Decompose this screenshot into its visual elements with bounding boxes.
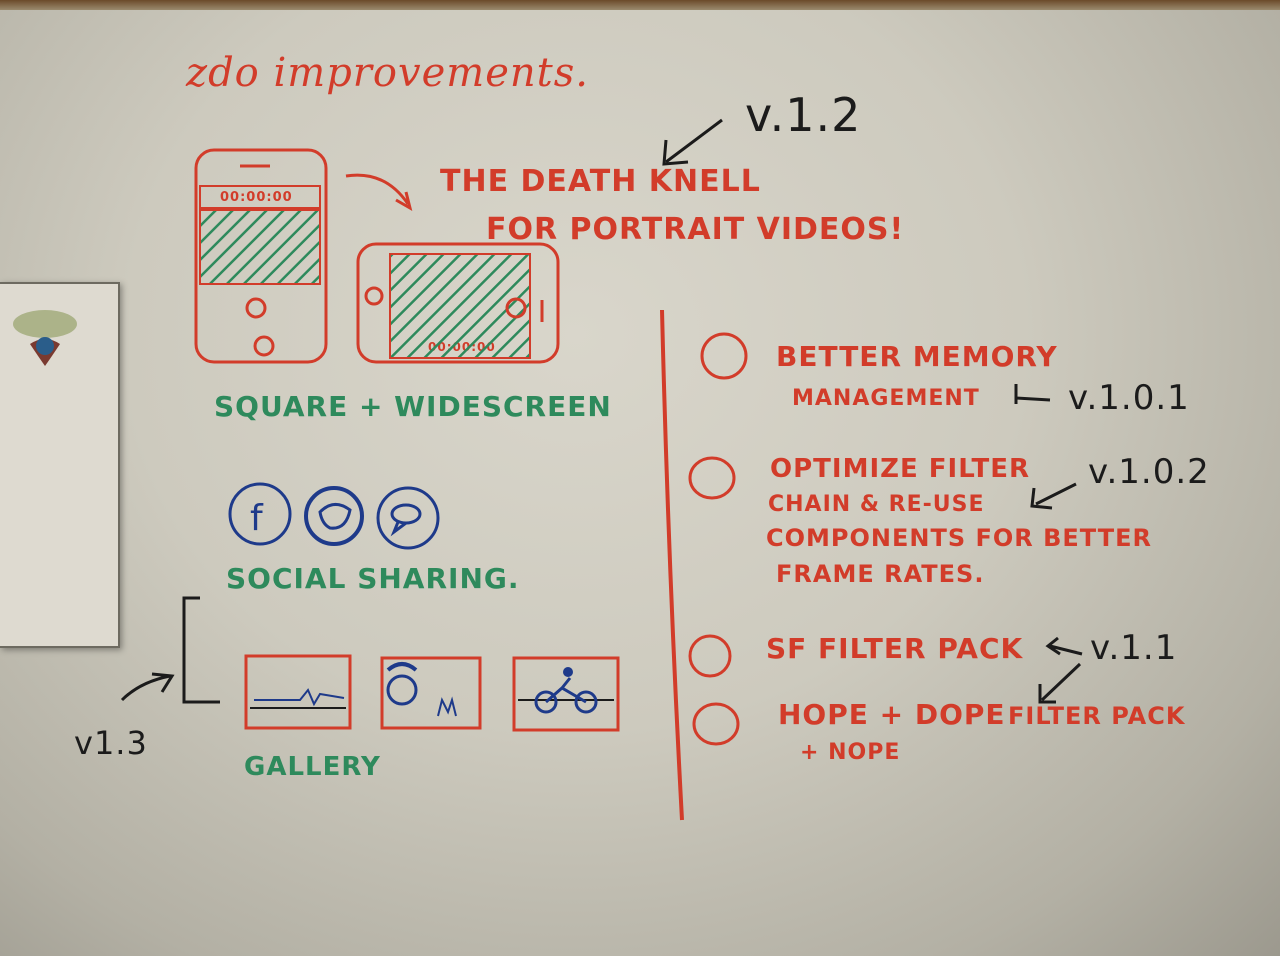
checklist-item-2-version: v.1.0.2 [1088, 452, 1210, 492]
checklist-item-2-line-2: CHAIN & RE-USE [768, 492, 985, 517]
checklist-item-2-line-1: OPTIMIZE FILTER [770, 454, 1030, 484]
svg-text:f: f [250, 498, 264, 539]
gallery-thumbnail-2 [380, 656, 482, 730]
checkbox-circle-3 [688, 634, 732, 678]
headline-line-2: FOR PORTRAIT VIDEOS! [486, 212, 905, 247]
checklist-item-4-line-1: HOPE + DOPE [778, 698, 1006, 731]
portrait-phone-drawing [194, 148, 328, 364]
checkbox-circle-4 [692, 702, 740, 746]
checklist-item-4-extra: FILTER PACK [1008, 702, 1186, 730]
checklist-item-3-version: v.1.1 [1090, 628, 1178, 668]
twitter-icon [304, 486, 364, 546]
headline-line-1: THE DEATH KNELL [440, 164, 761, 199]
checklist-item-1-version: v.1.0.1 [1068, 378, 1190, 418]
pinned-note-paper [0, 282, 120, 648]
gallery-thumbnail-1 [244, 654, 352, 730]
checklist-item-1-line-1: BETTER MEMORY [776, 340, 1058, 373]
facebook-icon: f [228, 482, 292, 546]
checklist-item-2-line-4: FRAME RATES. [776, 560, 985, 588]
square-widescreen-label: SQUARE + WIDESCREEN [214, 390, 612, 423]
gallery-thumbnail-3 [512, 656, 620, 732]
landscape-phone-drawing [356, 242, 560, 364]
checkbox-circle-2 [688, 456, 736, 500]
checklist-item-2-line-3: COMPONENTS FOR BETTER [766, 524, 1152, 552]
social-sharing-label: SOCIAL SHARING. [226, 562, 520, 595]
gallery-version-label: v1.3 [74, 724, 148, 762]
version-label-top: v.1.2 [745, 88, 862, 142]
checklist-item-3-line-1: SF FILTER PACK [766, 632, 1024, 665]
message-icon [376, 486, 440, 550]
gallery-label: GALLERY [244, 752, 381, 782]
wall-top-edge [0, 0, 1280, 10]
portrait-phone-timer: 00:00:00 [220, 190, 293, 205]
note-doodle-image [13, 310, 77, 366]
checklist-item-1-line-2: MANAGEMENT [792, 386, 980, 411]
divider-line [660, 309, 684, 821]
board-title: zdo improvements. [186, 50, 589, 96]
checkbox-circle-1 [700, 332, 748, 380]
checklist-item-4-line-2: + NOPE [800, 740, 901, 765]
